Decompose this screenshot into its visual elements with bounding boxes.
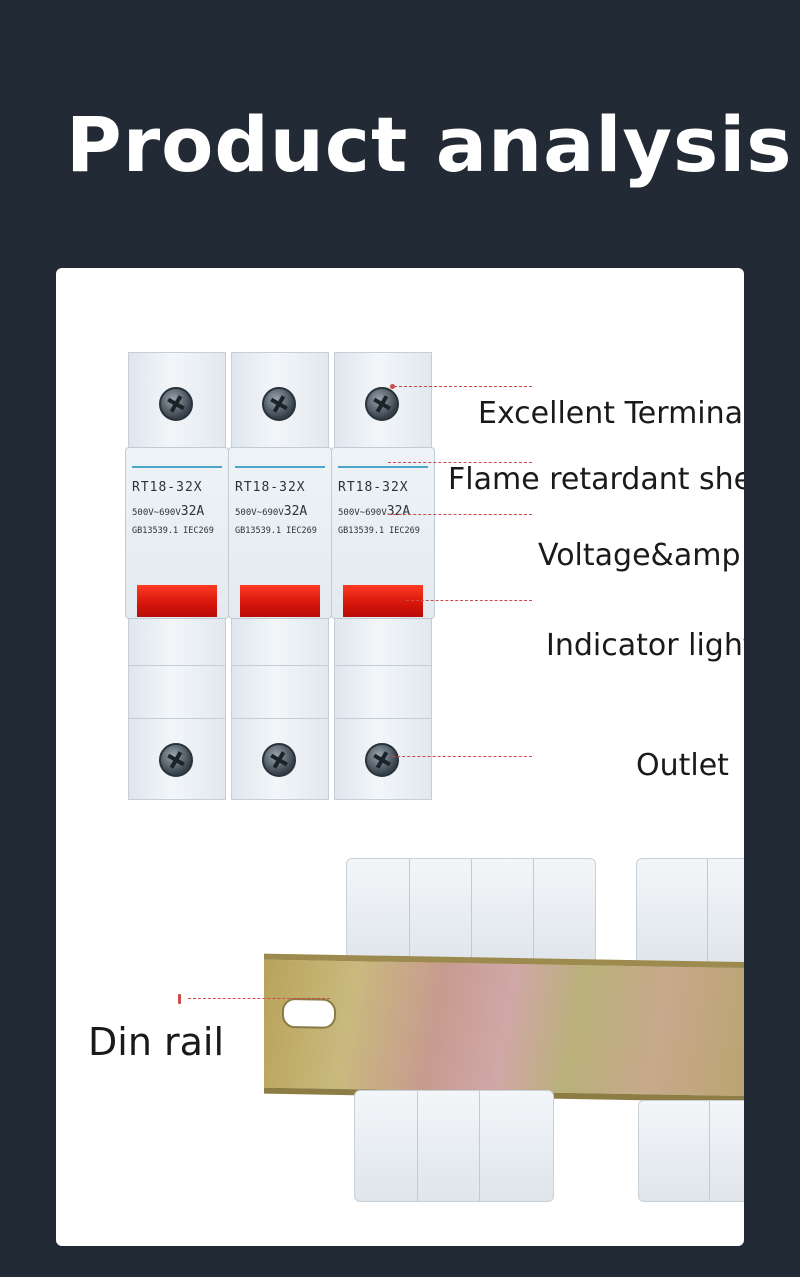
label-indicator-light: Indicator light [546,628,744,663]
fuse-rating-label: 500V~690V32A [132,504,205,519]
rail-slot [282,997,336,1029]
leader-line-din-rail [188,998,330,999]
fuse-model-label: RT18-32X [235,480,306,495]
fuse-pole-1: RT18-32X 500V~690V32A GB13539.1 IEC269 [125,352,229,800]
module-block-top-left [346,858,596,968]
label-voltage-amp: Voltage&amp [538,538,741,573]
leader-line-voltage [388,514,532,515]
fuse-model-label: RT18-32X [338,480,409,495]
label-din-rail: Din rail [88,1020,225,1064]
leader-dot [178,994,181,1004]
din-rail-image [264,953,744,1103]
leader-line-shell [388,462,532,463]
outlet-screw-icon [365,743,399,777]
leader-dot [390,384,395,389]
fuse-standards-label: GB13539.1 IEC269 [132,526,214,536]
leader-line-terminal [394,386,532,387]
fuse-pole-2: RT18-32X 500V~690V32A GB13539.1 IEC269 [228,352,332,800]
indicator-light [343,585,423,617]
indicator-light [240,585,320,617]
module-block-bottom-right [638,1100,744,1202]
terminal-screw-icon [159,387,193,421]
label-excellent-terminal: Excellent Terminal [478,396,744,431]
fuse-standards-label: GB13539.1 IEC269 [338,526,420,536]
module-block-top-right [636,858,744,968]
terminal-screw-icon [262,387,296,421]
product-card: RT18-32X 500V~690V32A GB13539.1 IEC269 R… [56,268,744,1246]
terminal-screw-icon [365,387,399,421]
fuse-model-label: RT18-32X [132,480,203,495]
indicator-light [137,585,217,617]
fuse-standards-label: GB13539.1 IEC269 [235,526,317,536]
page-title: Product analysis [66,100,793,189]
outlet-screw-icon [159,743,193,777]
label-flame-retardant-shell: Flame retardant shell [448,462,744,497]
fuse-pole-3: RT18-32X 500V~690V32A GB13539.1 IEC269 [331,352,435,800]
leader-line-indicator [406,600,532,601]
fuse-rating-label: 500V~690V32A [338,504,411,519]
label-outlet: Outlet [636,748,729,783]
fuse-holder-image: RT18-32X 500V~690V32A GB13539.1 IEC269 R… [125,352,436,800]
leader-line-outlet [392,756,532,757]
module-block-bottom-left [354,1090,554,1202]
fuse-rating-label: 500V~690V32A [235,504,308,519]
outlet-screw-icon [262,743,296,777]
